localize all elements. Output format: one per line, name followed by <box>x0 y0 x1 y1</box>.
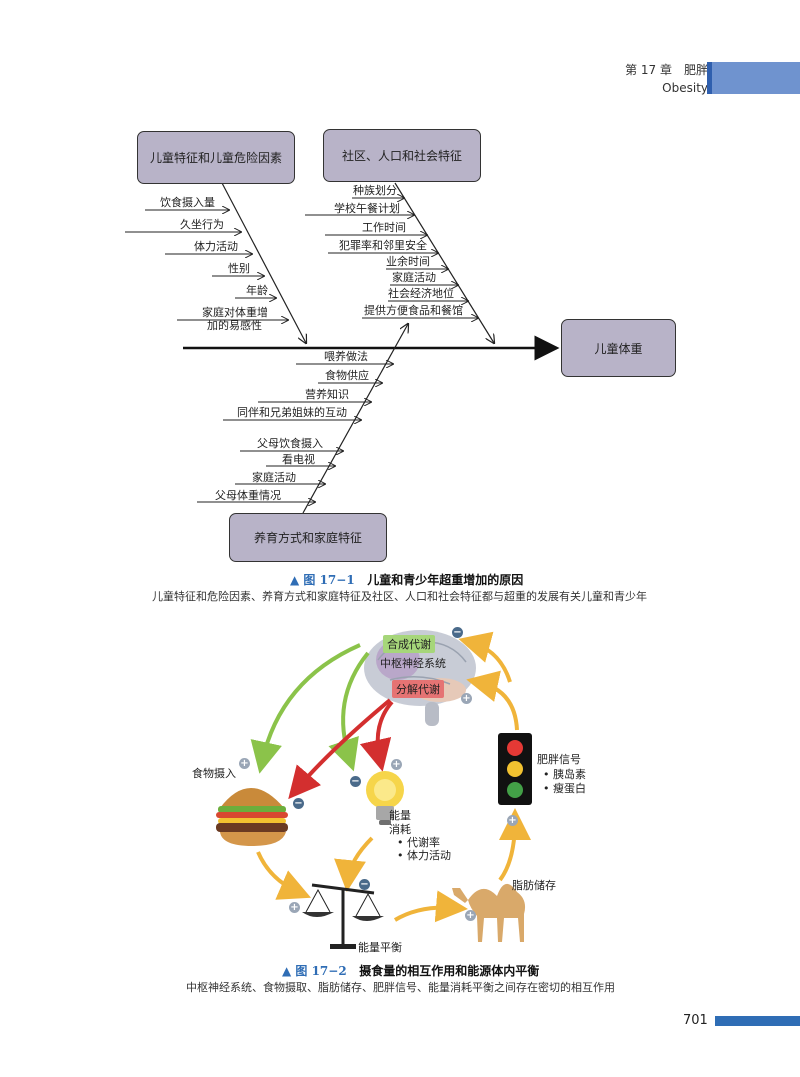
parent-factor: 营养知识 <box>305 388 349 401</box>
fat-storage-label: 脂肪储存 <box>512 879 556 892</box>
child-factor: 久坐行为 <box>180 218 224 231</box>
child-factor: 体力活动 <box>194 240 238 253</box>
chapter-title-en: Obesity <box>662 81 708 95</box>
community-factor: 种族划分 <box>353 184 397 197</box>
figure-2-caption-title: ▲ 图 17−2 摄食量的相互作用和能源体内平衡 <box>282 962 539 979</box>
box-child-factors: 儿童特征和儿童危险因素 <box>137 131 295 184</box>
box-child-weight: 儿童体重 <box>561 319 676 377</box>
parent-factor: 同伴和兄弟姐妹的互动 <box>237 406 347 419</box>
minus-icon: − <box>452 627 463 638</box>
energy-balance-label: 能量平衡 <box>358 941 402 954</box>
signal-item: • 瘦蛋白 <box>543 782 586 795</box>
child-factor: 性别 <box>228 262 250 275</box>
obesity-signal-label: 肥胖信号 <box>537 753 581 766</box>
minus-icon: − <box>293 798 304 809</box>
fishbone-lines <box>125 182 560 514</box>
parent-factor: 父母饮食摄入 <box>257 437 323 450</box>
cns-label: 中枢神经系统 <box>380 657 446 670</box>
figure-1-caption-title: ▲ 图 17−1 儿童和青少年超重增加的原因 <box>290 571 523 588</box>
child-factor: 家庭对体重增 <box>202 306 268 319</box>
community-factor: 家庭活动 <box>392 271 436 284</box>
plus-icon: + <box>289 902 300 913</box>
signal-item: • 胰岛素 <box>543 768 586 781</box>
plus-icon: + <box>239 758 250 769</box>
light-bulb-icon <box>366 771 404 825</box>
community-factor: 学校午餐计划 <box>334 202 400 215</box>
hamburger-icon <box>216 788 288 846</box>
plus-icon: + <box>391 759 402 770</box>
exp-item: • 体力活动 <box>397 849 451 862</box>
community-factor: 提供方便食品和餐馆 <box>364 304 463 317</box>
footer-bar <box>715 1016 800 1026</box>
page-number: 701 <box>683 1013 708 1028</box>
community-factor: 工作时间 <box>362 221 406 234</box>
minus-icon: − <box>359 879 370 890</box>
traffic-light-icon <box>498 733 532 805</box>
energy-exp-label-2: 消耗 <box>389 823 411 836</box>
figure-1-number: ▲ 图 17−1 <box>290 573 355 587</box>
header-accent <box>707 62 712 94</box>
balance-scale-icon <box>302 883 384 949</box>
child-factor: 加的易感性 <box>207 319 262 332</box>
figure-2-title: 摄食量的相互作用和能源体内平衡 <box>359 964 540 978</box>
child-factor: 年龄 <box>246 284 268 297</box>
camel-icon <box>452 883 526 942</box>
plus-icon: + <box>461 693 472 704</box>
figure-2-caption-desc: 中枢神经系统、食物摄取、脂肪储存、肥胖信号、能量消耗平衡之间存在密切的相互作用 <box>186 981 615 994</box>
catabolic-label: 分解代谢 <box>392 680 444 698</box>
box-community-factors: 社区、人口和社会特征 <box>323 129 481 182</box>
community-factor: 犯罪率和邻里安全 <box>339 239 427 252</box>
minus-icon: − <box>350 776 361 787</box>
figure-2-number: ▲ 图 17−2 <box>282 964 347 978</box>
parent-factor: 看电视 <box>282 453 315 466</box>
parent-factor: 喂养做法 <box>324 350 368 363</box>
parent-factor: 家庭活动 <box>252 471 296 484</box>
child-factor: 饮食摄入量 <box>160 196 215 209</box>
figure-1-title: 儿童和青少年超重增加的原因 <box>367 573 524 587</box>
community-factor: 社会经济地位 <box>388 287 454 300</box>
food-intake-label: 食物摄入 <box>192 767 236 780</box>
community-factor: 业余时间 <box>386 255 430 268</box>
chapter-title: 第 17 章 肥胖 <box>625 63 708 77</box>
plus-icon: + <box>507 815 518 826</box>
parent-factor: 父母体重情况 <box>215 489 281 502</box>
anabolic-label: 合成代谢 <box>383 635 435 653</box>
energy-exp-label: 能量 <box>389 809 411 822</box>
exp-item: • 代谢率 <box>397 836 440 849</box>
box-parent-factors: 养育方式和家庭特征 <box>229 513 387 562</box>
parent-factor: 食物供应 <box>325 369 369 382</box>
header-bar <box>707 62 800 94</box>
plus-icon: + <box>465 910 476 921</box>
figure-1-caption-desc: 儿童特征和危险因素、养育方式和家庭特征及社区、人口和社会特征都与超重的发展有关儿… <box>152 590 647 603</box>
